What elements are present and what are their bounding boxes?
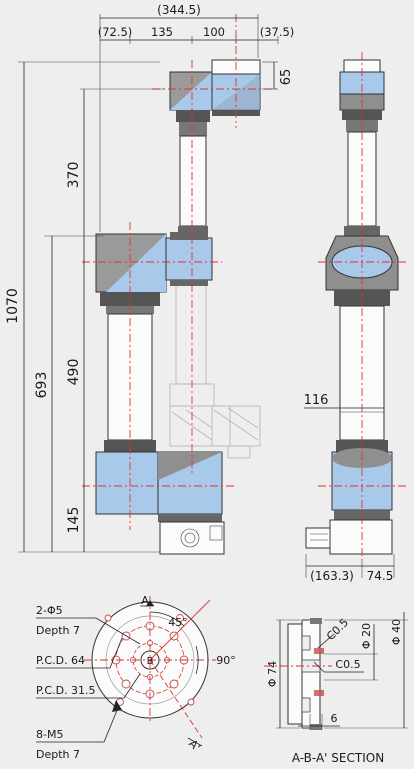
dim-116: 116 <box>304 393 329 408</box>
threads-depth: Depth 7 <box>36 748 80 761</box>
dim-right-65: 65 <box>279 69 294 86</box>
section-view: Φ 74 Φ 20 Φ 40 C0.5 C0.5 6 A-B-A' SECTIO… <box>264 612 408 765</box>
side-view: 116 (163.3) 74.5 <box>304 52 406 583</box>
section-title: A-B-A' SECTION <box>292 751 384 765</box>
dim-163: (163.3) <box>310 569 354 583</box>
ghost-arm <box>169 275 261 459</box>
dim-top-total: (344.5) <box>157 3 201 17</box>
base-joint <box>95 451 225 555</box>
front-centerlines <box>82 14 276 530</box>
dim-top-c: 100 <box>203 25 225 39</box>
section-a-bottom: A' <box>186 737 203 754</box>
front-view: (344.5) (72.5) 135 100 (37.5) 65 1070 37… <box>5 3 294 555</box>
dim-490: 490 <box>66 359 82 386</box>
front-dimensions <box>18 14 279 553</box>
holes-label: 2-Φ5 <box>36 604 63 617</box>
holes-depth: Depth 7 <box>36 624 80 637</box>
dim-top-a: (72.5) <box>98 25 133 39</box>
section-a-top: A <box>141 594 149 607</box>
dim-top-b: 135 <box>151 25 173 39</box>
depth-6: 6 <box>331 712 338 725</box>
threads-label: 8-M5 <box>36 728 63 741</box>
front-dimension-labels: (344.5) (72.5) 135 100 (37.5) 65 1070 37… <box>5 3 294 533</box>
dim-top-d: (37.5) <box>260 25 295 39</box>
elbow-joint <box>95 232 213 293</box>
pcd-315: P.C.D. 31.5 <box>36 684 96 697</box>
dia-20: Φ 20 <box>360 623 373 649</box>
dia-40: Φ 40 <box>390 619 403 645</box>
dim-693: 693 <box>34 372 50 399</box>
flange-view: A A' 45° 90° B 2-Φ5 Depth 7 P.C.D. 64 P.… <box>36 594 236 761</box>
dim-145: 145 <box>66 507 82 534</box>
dim-745: 74.5 <box>367 569 394 583</box>
center-label: B <box>147 656 154 667</box>
dia-74: Φ 74 <box>266 661 279 687</box>
chamfer-b: C0.5 <box>335 658 360 671</box>
angle-45: 45° <box>168 616 188 629</box>
dim-370: 370 <box>66 162 82 189</box>
upper-link <box>176 110 210 236</box>
dim-1070: 1070 <box>5 288 21 324</box>
pcd-64: P.C.D. 64 <box>36 654 85 667</box>
top-wrist-joint <box>169 59 261 116</box>
angle-90: 90° <box>216 654 236 667</box>
